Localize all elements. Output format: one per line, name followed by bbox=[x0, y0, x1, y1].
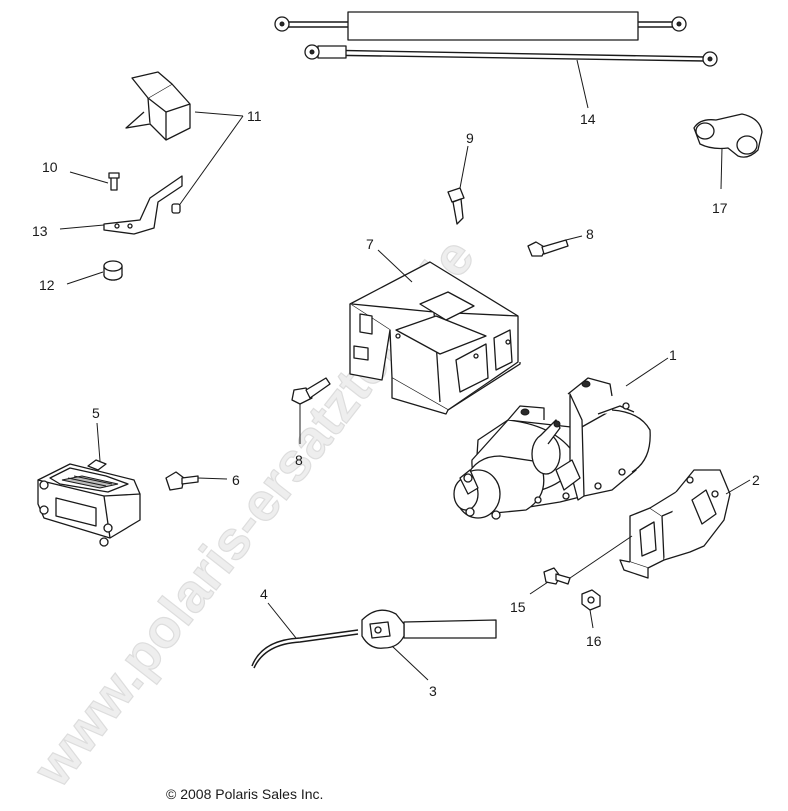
callout-5: 5 bbox=[92, 405, 100, 421]
callout-8b: 8 bbox=[295, 452, 303, 468]
leader-6 bbox=[197, 477, 228, 480]
part-5-control-box bbox=[37, 459, 141, 547]
callout-10: 10 bbox=[42, 159, 58, 175]
part-16-nut bbox=[581, 589, 601, 611]
part-6-bolt bbox=[165, 471, 199, 491]
callout-4: 4 bbox=[260, 586, 268, 602]
callout-13: 13 bbox=[32, 223, 48, 239]
callout-11: 11 bbox=[247, 108, 262, 124]
part-3-hook-strap bbox=[361, 609, 497, 649]
part-7-mount-plate bbox=[349, 261, 521, 415]
leader-10 bbox=[69, 171, 109, 184]
part-10-screw bbox=[108, 172, 120, 191]
part-4-cable bbox=[251, 629, 359, 669]
callout-7: 7 bbox=[366, 236, 374, 252]
leader-3 bbox=[391, 645, 429, 681]
callout-6: 6 bbox=[232, 472, 240, 488]
leader-4 bbox=[267, 602, 297, 639]
part-17-boot bbox=[693, 113, 763, 158]
part-13-bracket bbox=[103, 175, 183, 235]
part-8-bolt-upper bbox=[527, 239, 569, 257]
leader-11a bbox=[194, 111, 244, 117]
leader-16 bbox=[589, 609, 594, 629]
leader-11b bbox=[177, 115, 244, 208]
leader-9 bbox=[459, 145, 469, 189]
callout-15: 15 bbox=[510, 599, 526, 615]
callout-17: 17 bbox=[712, 200, 728, 216]
part-12-spacer bbox=[103, 260, 123, 281]
leader-1 bbox=[625, 357, 669, 387]
part-14-cables bbox=[274, 11, 718, 67]
leader-15b bbox=[569, 535, 633, 579]
callout-12: 12 bbox=[39, 277, 55, 293]
callout-2: 2 bbox=[752, 472, 760, 488]
callout-3: 3 bbox=[429, 683, 437, 699]
callout-16: 16 bbox=[586, 633, 602, 649]
leader-7 bbox=[377, 249, 413, 283]
callout-9: 9 bbox=[466, 130, 474, 146]
callout-1: 1 bbox=[669, 347, 677, 363]
part-8-bolt-lower bbox=[291, 377, 331, 405]
leader-8a bbox=[565, 235, 583, 241]
leader-2 bbox=[725, 479, 751, 495]
leader-12 bbox=[66, 271, 104, 285]
leader-14 bbox=[576, 59, 589, 109]
leader-15a bbox=[529, 581, 549, 595]
leader-5 bbox=[96, 422, 101, 462]
part-11-cover bbox=[125, 71, 191, 141]
part-15-bolt bbox=[543, 567, 571, 585]
callout-14: 14 bbox=[580, 111, 596, 127]
part-2-fairlead-mount bbox=[619, 469, 731, 579]
leader-13 bbox=[59, 224, 105, 230]
copyright-notice: © 2008 Polaris Sales Inc. bbox=[166, 786, 324, 802]
part-1-winch bbox=[453, 377, 651, 520]
callout-8a: 8 bbox=[586, 226, 594, 242]
leader-17 bbox=[720, 147, 723, 190]
part-9-bolt bbox=[447, 187, 465, 225]
